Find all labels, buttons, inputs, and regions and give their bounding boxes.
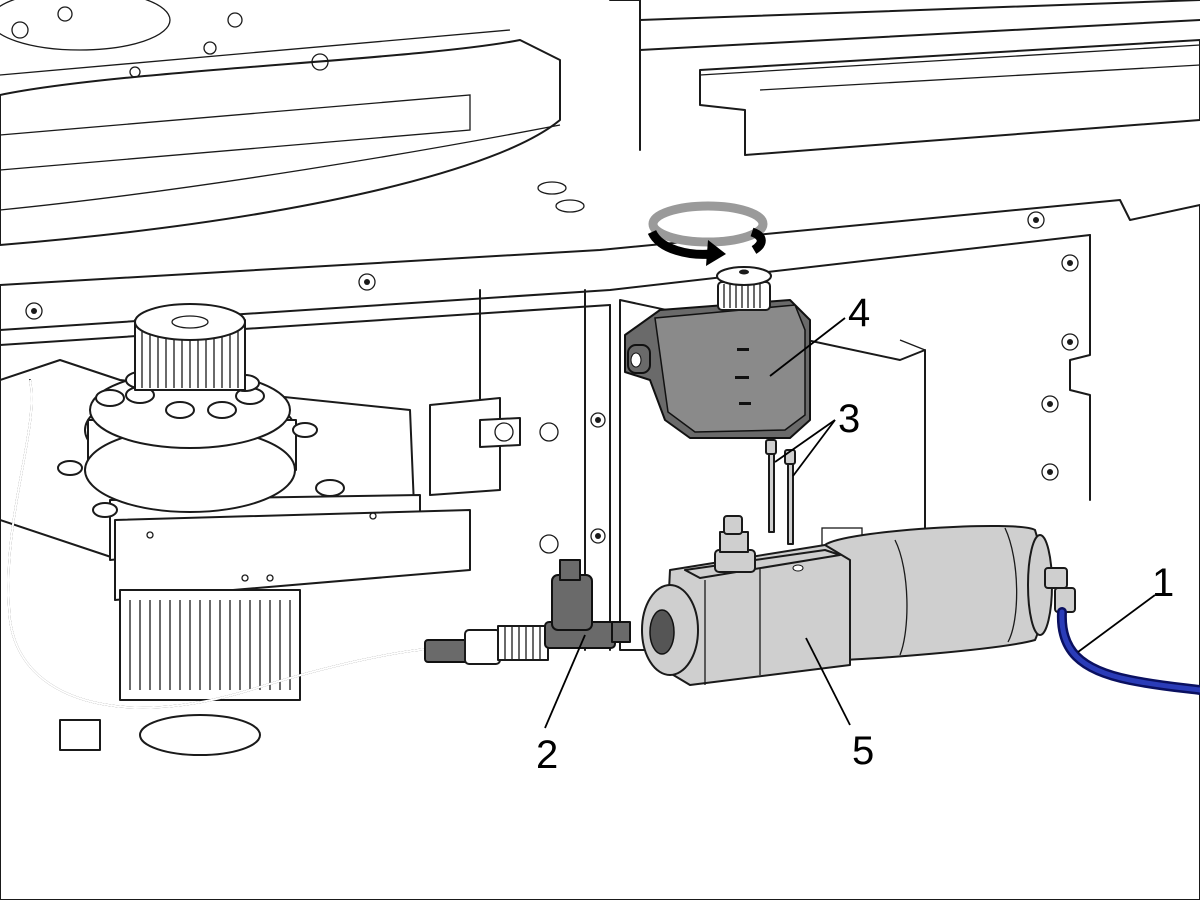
callout-3: 3 [838, 397, 860, 441]
cap-screws [765, 439, 796, 545]
leader-lines [544, 317, 1156, 729]
callout-1: 1 [1152, 561, 1174, 605]
pinion-gear [134, 303, 246, 391]
hex-bolts [57, 371, 345, 518]
rotation-arrow-icon [647, 201, 768, 266]
gear-motor-assembly [0, 303, 559, 756]
machine-rails [609, 0, 1200, 156]
callout-4: 4 [848, 291, 870, 335]
rotary-table [0, 0, 585, 246]
base-screws [25, 211, 1079, 544]
lubrication-reservoir [624, 266, 811, 439]
hose-fitting [424, 559, 631, 665]
pump-motor [641, 515, 1076, 686]
callout-2: 2 [536, 733, 558, 777]
callout-5: 5 [852, 729, 874, 773]
